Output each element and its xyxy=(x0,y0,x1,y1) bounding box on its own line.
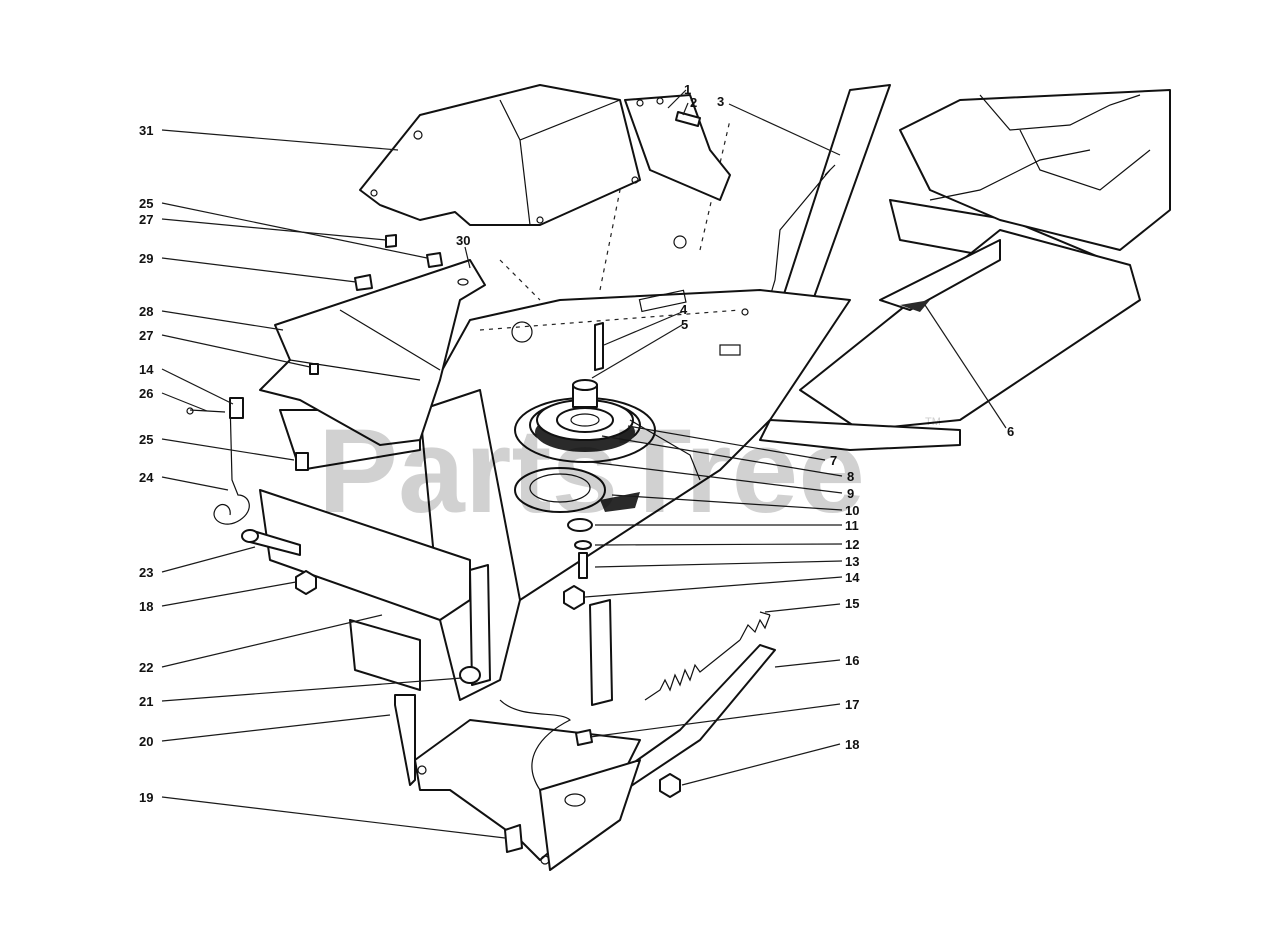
callout-26[interactable]: 26 xyxy=(139,386,153,401)
callout-31[interactable]: 31 xyxy=(139,123,153,138)
watermark-trademark: TM xyxy=(925,416,941,428)
callout-18-right[interactable]: 18 xyxy=(845,737,859,752)
callout-18-left[interactable]: 18 xyxy=(139,599,153,614)
callout-20[interactable]: 20 xyxy=(139,734,153,749)
watermark-text: PartsTree xyxy=(318,404,865,538)
callout-10[interactable]: 10 xyxy=(845,503,859,518)
callout-17[interactable]: 17 xyxy=(845,697,859,712)
callout-13[interactable]: 13 xyxy=(845,554,859,569)
callout-29[interactable]: 29 xyxy=(139,251,153,266)
callout-25-upper[interactable]: 25 xyxy=(139,196,153,211)
callout-1[interactable]: 1 xyxy=(684,82,691,97)
callout-30[interactable]: 30 xyxy=(456,233,470,248)
callout-11[interactable]: 11 xyxy=(845,518,859,533)
callout-23[interactable]: 23 xyxy=(139,565,153,580)
callout-28[interactable]: 28 xyxy=(139,304,153,319)
callout-6[interactable]: 6 xyxy=(1007,424,1014,439)
callout-8[interactable]: 8 xyxy=(847,469,854,484)
callout-9[interactable]: 9 xyxy=(847,486,854,501)
callout-5[interactable]: 5 xyxy=(681,317,688,332)
callout-24[interactable]: 24 xyxy=(139,470,154,485)
watermark: PartsTree TM xyxy=(318,404,941,538)
callout-labels: 1 2 3 4 5 6 7 8 9 10 11 12 13 14 15 16 1… xyxy=(139,82,1014,805)
callout-27-upper[interactable]: 27 xyxy=(139,212,153,227)
callout-2[interactable]: 2 xyxy=(690,95,697,110)
callout-4[interactable]: 4 xyxy=(680,302,688,317)
callout-21[interactable]: 21 xyxy=(139,694,153,709)
callout-16[interactable]: 16 xyxy=(845,653,859,668)
callout-22[interactable]: 22 xyxy=(139,660,153,675)
callout-19[interactable]: 19 xyxy=(139,790,153,805)
callout-7[interactable]: 7 xyxy=(830,453,837,468)
callout-27-lower[interactable]: 27 xyxy=(139,328,153,343)
parts-illustration xyxy=(186,84,1171,871)
callout-3[interactable]: 3 xyxy=(717,94,724,109)
callout-14-right[interactable]: 14 xyxy=(845,570,860,585)
callout-14-left[interactable]: 14 xyxy=(139,362,154,377)
leader-lines xyxy=(161,89,1007,839)
callout-12[interactable]: 12 xyxy=(845,537,859,552)
callout-25-lower[interactable]: 25 xyxy=(139,432,153,447)
callout-15[interactable]: 15 xyxy=(845,596,859,611)
